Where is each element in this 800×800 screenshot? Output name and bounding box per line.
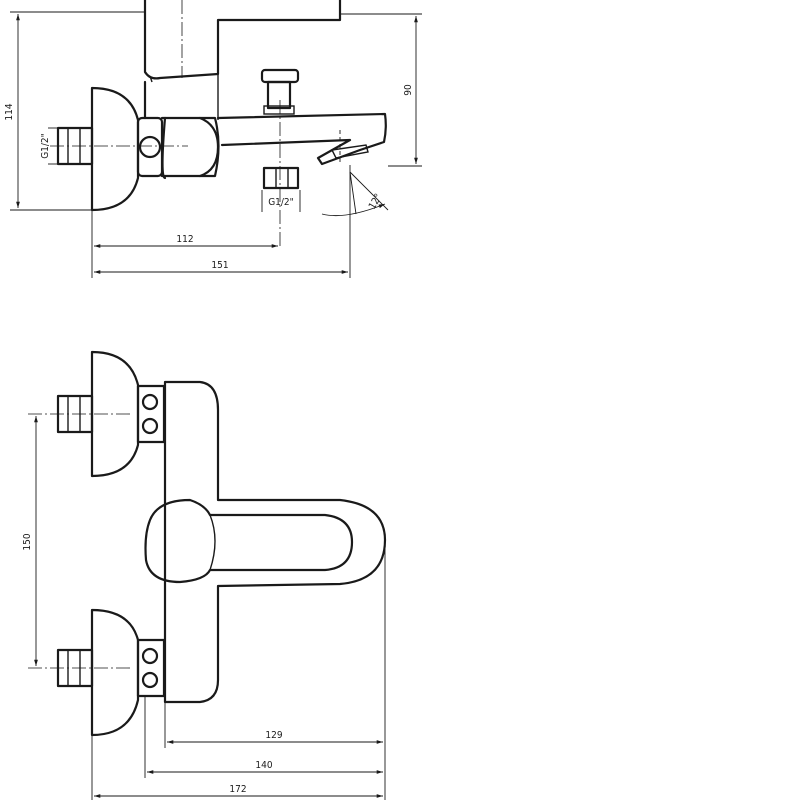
dim-outlet-offset: 112 — [176, 234, 193, 245]
dim-body-depth-total: 172 — [229, 784, 246, 795]
dim-inlet-spacing: 150 — [22, 533, 33, 550]
diverter-knob — [260, 68, 300, 115]
dim-height-total: 114 — [4, 103, 15, 120]
side-view: 114 90 G1/2" G1/2" 12° 112 151 — [4, 0, 422, 278]
front-view: 150 129 140 172 — [22, 350, 387, 800]
upper-rosette — [90, 350, 140, 478]
dimension-lines-front — [34, 416, 386, 800]
outlet-connector — [262, 100, 300, 248]
thread-inlet-label: G1/2" — [40, 133, 51, 159]
dim-body-depth-b: 140 — [255, 760, 272, 771]
mixer-body — [143, 80, 220, 180]
spout — [216, 112, 387, 166]
dimension-lines-side — [10, 11, 422, 278]
dim-spout-reach: 151 — [211, 260, 228, 271]
angle-spout-label: 12° — [367, 192, 385, 211]
lower-eccentric-nut — [136, 638, 166, 698]
wall-rosette — [90, 86, 140, 212]
inlet-connector — [50, 126, 188, 166]
lower-rosette — [90, 608, 140, 737]
upper-eccentric-nut — [136, 384, 166, 444]
thread-outlet-label: G1/2" — [268, 197, 294, 208]
front-lever — [144, 498, 354, 584]
lever-handle — [143, 0, 342, 120]
dim-body-depth-a: 129 — [265, 730, 282, 741]
eccentric-nut — [136, 116, 164, 178]
dim-height-spout: 90 — [403, 84, 414, 96]
